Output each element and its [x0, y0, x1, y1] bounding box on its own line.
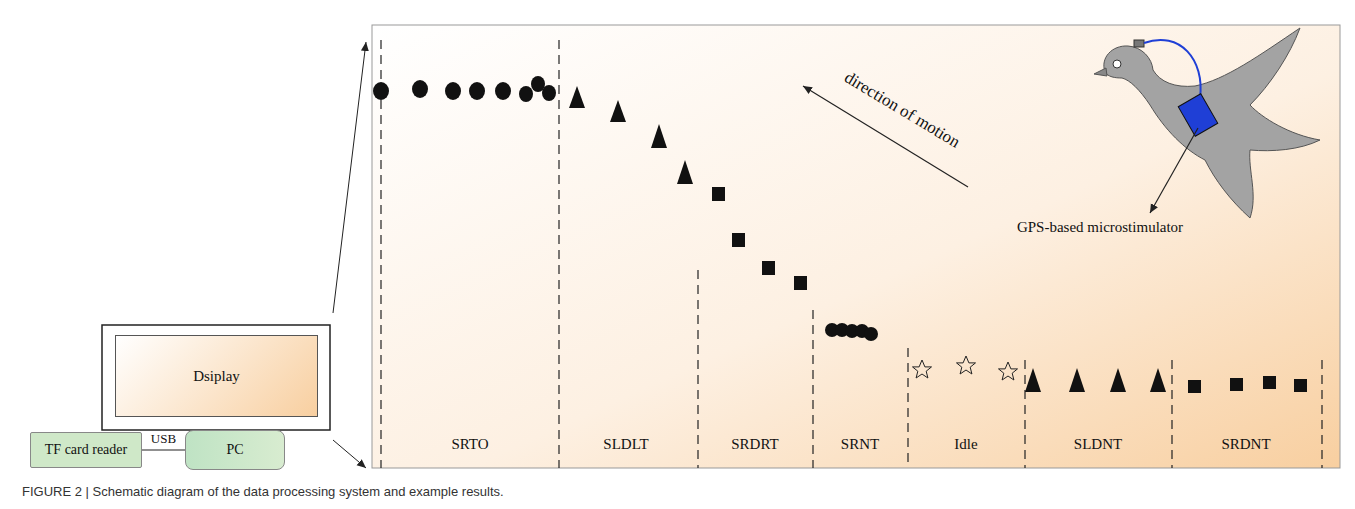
segment-label: SRDRT — [731, 436, 778, 453]
segment-label: SLDLT — [603, 436, 648, 453]
zoom-arrow — [333, 42, 366, 313]
leader-arrow — [1150, 128, 1198, 213]
segment-label: SRTO — [451, 436, 488, 453]
segment-label: SRNT — [841, 436, 879, 453]
segment-label: Idle — [954, 436, 977, 453]
node-text: Dsiplay — [193, 368, 240, 385]
pigeon — [1104, 28, 1320, 218]
pc-box: PC — [185, 430, 285, 470]
microstimulator-box — [1178, 94, 1218, 136]
edge-label: USB — [151, 431, 176, 447]
card-reader-box: TF card reader — [30, 432, 142, 468]
zoom-arrow — [333, 440, 366, 468]
results-panel — [372, 25, 1340, 468]
figure-caption: FIGURE 2 | Schematic diagram of the data… — [22, 484, 504, 499]
pigeon-eye — [1113, 60, 1121, 68]
monitor-frame — [102, 325, 330, 430]
node-text: PC — [226, 442, 243, 458]
idle-stars — [913, 356, 1018, 380]
head-connector — [1134, 40, 1144, 47]
device-label: GPS-based microstimulator — [1017, 219, 1183, 236]
stimulation-wire — [1144, 40, 1201, 98]
usb-cable — [142, 449, 185, 450]
node-text: TF card reader — [45, 442, 127, 458]
pigeon-beak — [1094, 68, 1107, 76]
segment-label: SRDNT — [1221, 436, 1270, 453]
display-screen: Dsiplay — [115, 335, 318, 417]
segment-label: SLDNT — [1074, 436, 1122, 453]
